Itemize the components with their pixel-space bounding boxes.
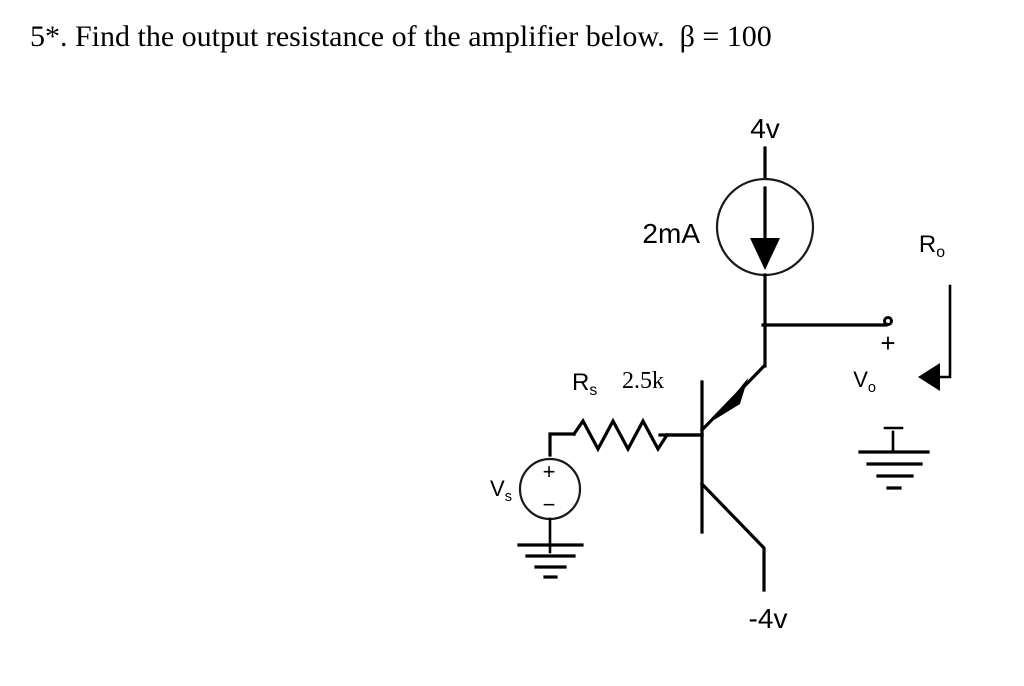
measure-arrow-shaft xyxy=(936,284,952,379)
problem-statement: 5*. Find the output resistance of the am… xyxy=(30,20,772,53)
ground-right xyxy=(858,426,930,490)
output-voltage-label: Vo xyxy=(853,367,876,396)
input-source-label: Vs xyxy=(490,476,512,505)
voltage-source-plus: + xyxy=(543,459,556,484)
transistor-q1 xyxy=(658,363,767,592)
source-resistor-value: 2.5k xyxy=(622,368,664,394)
output-resistance-label: Ro xyxy=(919,231,945,261)
top-supply-label: 4v xyxy=(750,113,780,144)
source-resistor-label: Rs xyxy=(572,369,597,399)
bias-current-source xyxy=(715,177,815,327)
input-voltage-source xyxy=(518,457,582,554)
output-polarity-plus: + xyxy=(880,328,895,358)
transistor-emitter-arrow xyxy=(714,378,748,420)
ground-left xyxy=(517,543,584,579)
output-branch xyxy=(761,316,893,368)
current-source-arrow-head xyxy=(750,238,780,270)
measure-arrow-head xyxy=(918,363,940,391)
voltage-source-minus: − xyxy=(543,492,556,517)
resistor-left-lead xyxy=(548,432,576,457)
resistor-zigzag xyxy=(571,417,670,453)
source-resistor xyxy=(548,417,704,457)
output-resistance-arrow xyxy=(918,284,952,391)
transistor-collector-lead xyxy=(699,481,766,592)
current-source-value-label: 2mA xyxy=(642,218,700,249)
bottom-supply-label: -4v xyxy=(749,603,788,634)
output-terminal-dot xyxy=(883,316,893,326)
